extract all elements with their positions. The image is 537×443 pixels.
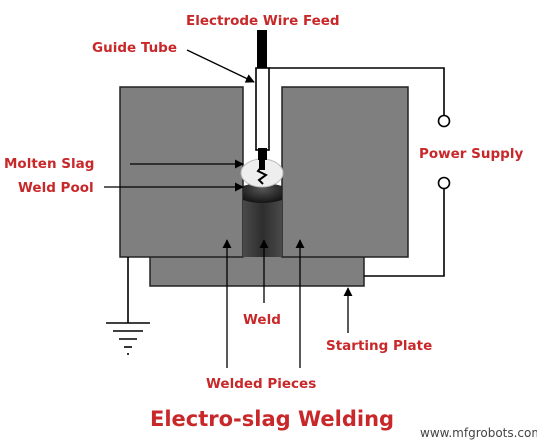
starting-plate: [149, 255, 365, 287]
label-guide-tube: Guide Tube: [92, 40, 177, 56]
label-welded-pieces: Welded Pieces: [206, 376, 316, 392]
watermark: www.mfgrobots.com: [420, 426, 537, 440]
weld: [243, 196, 282, 257]
welded-piece-left: [119, 86, 244, 258]
label-starting-plate: Starting Plate: [326, 338, 432, 354]
label-weld: Weld: [243, 312, 281, 328]
diagram-title: Electro-slag Welding: [150, 407, 394, 431]
guide-tube: [255, 67, 270, 151]
power-terminal-bottom: [437, 176, 451, 190]
guide-tube-tip: [258, 148, 267, 160]
welded-piece-right: [281, 86, 409, 258]
label-electrode-wire-feed: Electrode Wire Feed: [186, 13, 340, 29]
arc-zigzag: [256, 165, 268, 185]
label-weld-pool: Weld Pool: [18, 180, 94, 196]
power-terminal-top: [437, 114, 451, 128]
arrow-guide-tube: [186, 49, 255, 83]
power-wire-top: [269, 67, 445, 116]
weld-pool: [243, 183, 282, 203]
power-wire-bottom: [364, 188, 445, 277]
label-power-supply: Power Supply: [419, 146, 523, 162]
label-molten-slag: Molten Slag: [4, 156, 94, 172]
